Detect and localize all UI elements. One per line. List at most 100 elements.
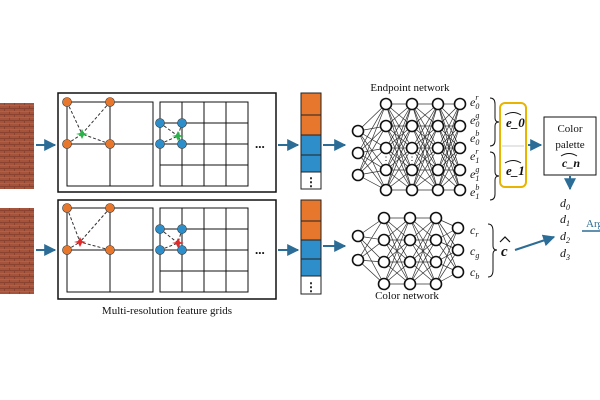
fine-grid-top-lookup xyxy=(155,118,187,149)
network-neuron xyxy=(377,277,391,291)
network-neuron xyxy=(351,229,365,243)
coarse-grid-bottom-lookup xyxy=(62,203,115,255)
network-neuron xyxy=(453,119,467,133)
grid-vertex xyxy=(105,139,115,149)
endpoint-output-list: e0r e0g e0b e1r e1g e1b xyxy=(470,93,479,201)
network-neuron xyxy=(377,211,391,225)
color-output-cg: cg xyxy=(470,244,479,260)
network-edge xyxy=(357,103,387,154)
grid-ellipsis-bottom: ... xyxy=(255,242,265,257)
endpoint-network: ⋮⋮ xyxy=(351,97,467,197)
network-neuron xyxy=(429,277,443,291)
network-edge xyxy=(385,103,413,149)
network-neuron xyxy=(453,141,467,155)
brace-e0 xyxy=(489,97,500,147)
fine-grid-bottom xyxy=(159,207,249,293)
query-point-red xyxy=(172,238,184,248)
color-hat-accent xyxy=(499,236,511,243)
network-neuron xyxy=(431,163,445,177)
network-neuron xyxy=(379,163,393,177)
network-edge xyxy=(383,217,411,285)
palette-symbol: c_n xyxy=(562,156,580,170)
feature-grid-panel-top xyxy=(57,92,277,193)
input-texture-bottom xyxy=(0,208,34,294)
grid-vertex xyxy=(155,139,165,149)
network-edge xyxy=(385,103,413,171)
network-neuron xyxy=(379,141,393,155)
network-neuron xyxy=(377,233,391,247)
grid-vertex xyxy=(62,139,72,149)
network-edge xyxy=(411,103,439,149)
grid-vertex xyxy=(155,245,165,255)
network-edge xyxy=(411,103,439,171)
network-edge xyxy=(409,239,437,285)
color-output-cr: cr xyxy=(470,223,479,239)
query-point-green xyxy=(76,129,88,139)
endpoint-output-e1g: e1g xyxy=(470,165,479,183)
grid-vertex xyxy=(62,97,72,107)
grid-vertex xyxy=(177,245,187,255)
network-edge xyxy=(435,249,459,285)
brace-e1 xyxy=(489,151,500,201)
network-neuron xyxy=(451,265,465,279)
network-edge xyxy=(357,125,387,176)
grid-vertex xyxy=(105,203,115,213)
feature-vector-top xyxy=(300,92,322,190)
distance-d2: d2 xyxy=(560,229,570,245)
network-neuron xyxy=(405,141,419,155)
network-edge xyxy=(411,125,439,191)
input-texture-top xyxy=(0,103,34,189)
network-neuron xyxy=(405,183,419,197)
network-edge xyxy=(357,152,387,191)
network-neuron xyxy=(429,255,443,269)
fine-grid-top xyxy=(159,101,249,187)
coarse-grid-top-lookup xyxy=(62,97,115,149)
feature-vector-bottom xyxy=(300,199,322,295)
network-edge xyxy=(437,103,461,191)
network-edge xyxy=(409,217,437,263)
network-edge xyxy=(437,125,461,191)
endpoint-output-e1b: e1b xyxy=(470,183,479,201)
brace-c xyxy=(487,223,498,278)
network-edge xyxy=(383,217,411,263)
palette-label-line1: Color xyxy=(557,123,582,135)
network-edge xyxy=(437,147,461,191)
color-network xyxy=(351,211,465,291)
endpoint-output-e1r: e1r xyxy=(470,147,479,165)
argmin-label: Arg xyxy=(586,218,600,230)
distance-d0: d0 xyxy=(560,196,570,212)
endpoint-hat-e1: e_1 xyxy=(506,163,525,178)
distance-d3: d3 xyxy=(560,246,570,262)
grid-vertex xyxy=(62,245,72,255)
network-neuron xyxy=(403,255,417,269)
endpoint-hat-e0-accent xyxy=(504,112,522,116)
color-output-list: cr cg cb xyxy=(470,223,479,281)
distance-list: d0 d1 d2 d3 xyxy=(560,196,570,262)
feature-vector-ellipsis-bottom: ⋮ xyxy=(305,280,317,294)
network-neuron xyxy=(351,253,365,267)
network-edge xyxy=(357,217,385,261)
feature-grids-caption: Multi-resolution feature grids xyxy=(102,305,232,317)
network-neuron xyxy=(429,233,443,247)
network-edge xyxy=(435,227,459,285)
network-edge xyxy=(383,239,411,285)
network-neuron xyxy=(431,141,445,155)
endpoint-highlight-frame xyxy=(499,102,527,188)
endpoint-hat-e1-accent xyxy=(504,160,522,164)
network-neuron xyxy=(405,97,419,111)
network-edge xyxy=(437,103,461,171)
network-edge xyxy=(411,103,439,191)
network-edge xyxy=(357,103,387,132)
network-neuron xyxy=(379,183,393,197)
endpoint-hat-e0: e_0 xyxy=(506,115,525,130)
network-neuron xyxy=(351,168,365,182)
palette-symbol-accent xyxy=(560,153,578,157)
network-edge xyxy=(437,103,461,149)
network-neuron xyxy=(431,183,445,197)
grid-vertex xyxy=(177,224,187,234)
network-neuron xyxy=(451,221,465,235)
endpoint-network-title: Endpoint network xyxy=(370,82,450,94)
color-output-cb: cb xyxy=(470,265,479,281)
arrow-color-to-distances xyxy=(514,234,556,251)
